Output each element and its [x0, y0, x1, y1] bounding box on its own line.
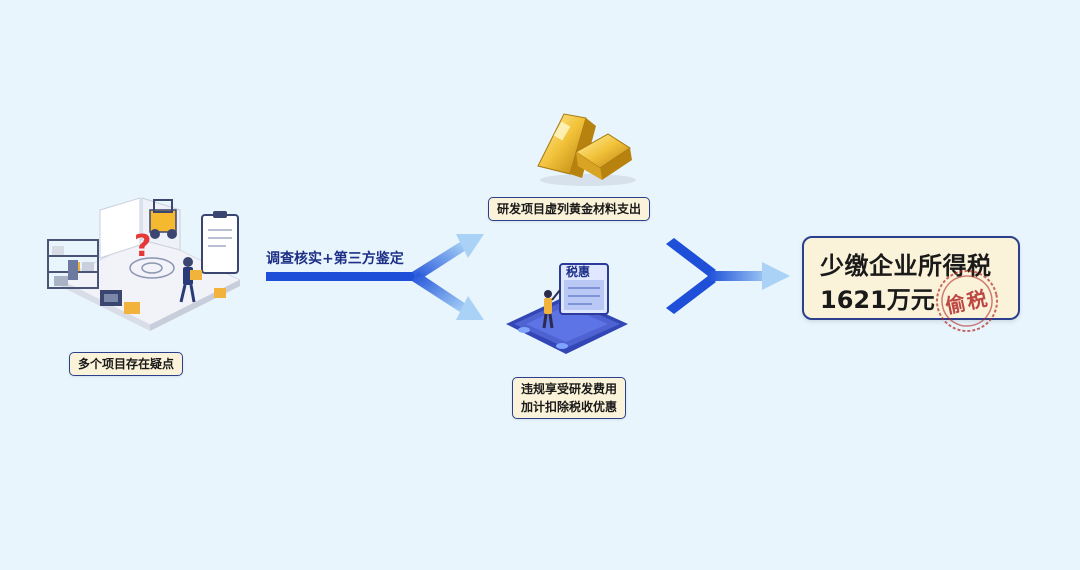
branch-arrows [266, 234, 484, 320]
result-line1: 少缴企业所得税 [820, 252, 992, 280]
branch-bottom-line2: 加计扣除税收优惠 [521, 400, 618, 414]
source-node-label: 多个项目存在疑点 [69, 352, 184, 376]
gold-bars-icon [537, 113, 636, 186]
merge-arrow [666, 238, 790, 314]
warehouse-question-icon: ? [47, 197, 242, 331]
main-flow-bar [266, 272, 418, 281]
tax-evasion-stamp-icon: 偷税 [928, 262, 1006, 340]
flow-label: 调查核实+第三方鉴定 [266, 251, 404, 267]
result-box: 少缴企业所得税 1621万元 [802, 236, 1020, 320]
branch-bottom-line1: 违规享受研发费用 [521, 382, 618, 396]
svg-text:?: ? [134, 229, 151, 264]
branch-bottom-label: 违规享受研发费用 加计扣除税收优惠 [512, 377, 627, 419]
branch-top-label: 研发项目虚列黄金材料支出 [488, 197, 651, 221]
result-line2: 1621万元 [820, 286, 935, 314]
tax-benefit-screen-icon: 税惠 [506, 263, 628, 354]
screen-text: 税惠 [566, 264, 590, 279]
